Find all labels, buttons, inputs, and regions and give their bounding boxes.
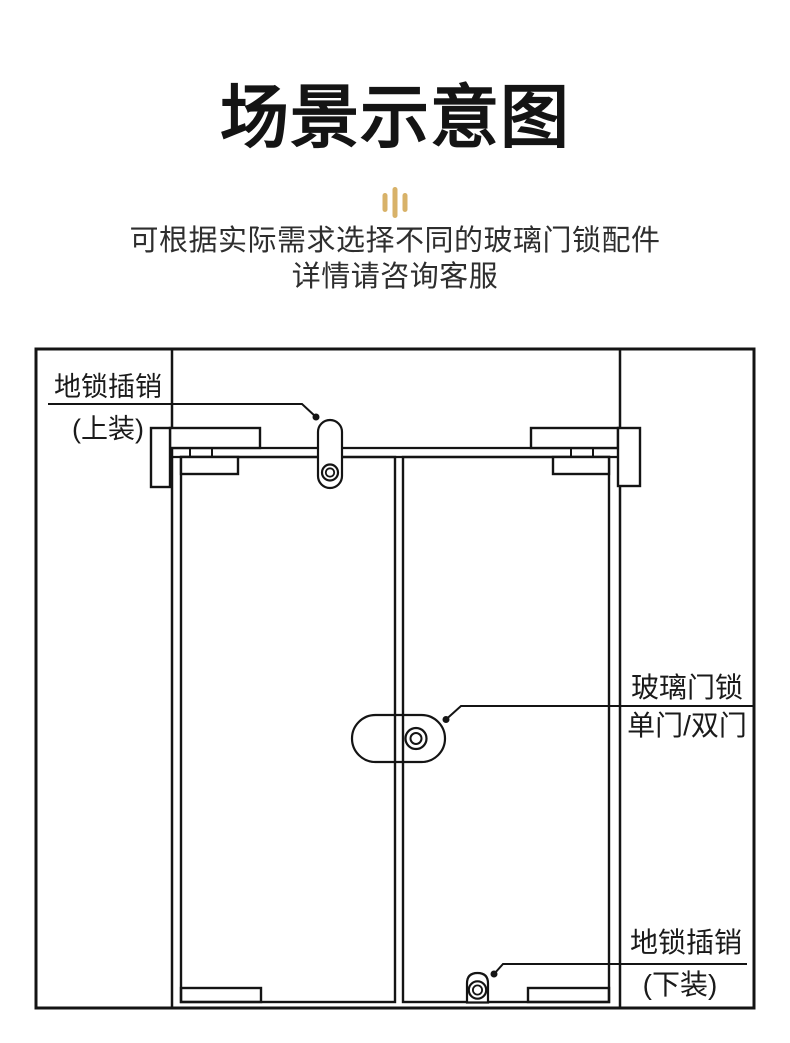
leader-center-lock — [445, 705, 753, 720]
bar-right — [402, 192, 408, 212]
label-center-lock-type: 单门/双门 — [627, 710, 747, 741]
left-door-panel — [179, 455, 397, 1004]
label-top-bolt-position: (上装) — [72, 414, 144, 444]
label-top-bolt-name: 地锁插销 — [54, 372, 162, 402]
right-door-panel — [401, 455, 611, 1004]
tl-patch-fitting — [179, 455, 240, 476]
tl-rail-notch — [189, 447, 213, 458]
center-lock-body — [350, 713, 447, 764]
tl-closer-bracket — [149, 426, 172, 489]
bottom-patch-fittings — [179, 986, 611, 1004]
center-glass-door-lock — [350, 713, 447, 764]
subtitle-line-2: 详情请咨询客服 — [291, 261, 499, 293]
leader-bottom-bolt-dot — [490, 970, 498, 978]
top-bolt-cylinder-inner — [324, 467, 336, 478]
center-lock-cylinder-outer — [404, 726, 428, 751]
gold-bars-divider-icon — [382, 186, 408, 218]
label-center-lock-name: 玻璃门锁 — [630, 672, 743, 703]
subtitle-line-1: 可根据实际需求选择不同的玻璃门锁配件 — [129, 225, 661, 257]
leader-top-bolt-dot — [312, 413, 320, 421]
label-bottom-bolt-position: (下装) — [642, 969, 718, 1000]
top-right-door-closer — [529, 426, 642, 488]
leader-top-bolt — [48, 403, 317, 418]
page-title: 场景示意图 — [220, 79, 570, 156]
bottom-bolt-lock — [465, 971, 490, 1004]
label-bottom-bolt-name: 地锁插销 — [629, 927, 742, 958]
tr-closer-bracket — [616, 426, 642, 488]
bottom-bolt-cylinder-outer — [467, 980, 488, 1000]
tr-closer-body — [529, 426, 620, 450]
top-left-door-closer — [149, 426, 262, 489]
center-lock-cylinder-inner — [409, 732, 423, 745]
leader-lines — [48, 403, 753, 978]
bar-middle — [392, 186, 398, 218]
bottom-left-patch-fitting — [179, 986, 263, 1004]
door-panels — [179, 455, 611, 1004]
tl-closer-body — [168, 426, 262, 450]
tr-patch-fitting — [551, 455, 611, 476]
top-rail — [171, 446, 619, 459]
tr-rail-notch — [570, 447, 594, 458]
bottom-bolt-cylinder-inner — [471, 984, 483, 996]
bottom-right-patch-fitting — [526, 986, 611, 1004]
outer-wall-rect — [34, 347, 756, 1010]
leader-center-lock-dot — [442, 716, 450, 723]
leader-bottom-bolt — [493, 963, 747, 975]
top-bolt-cylinder-outer — [320, 463, 340, 482]
bar-left — [382, 192, 388, 212]
top-bolt-lock — [316, 418, 344, 490]
